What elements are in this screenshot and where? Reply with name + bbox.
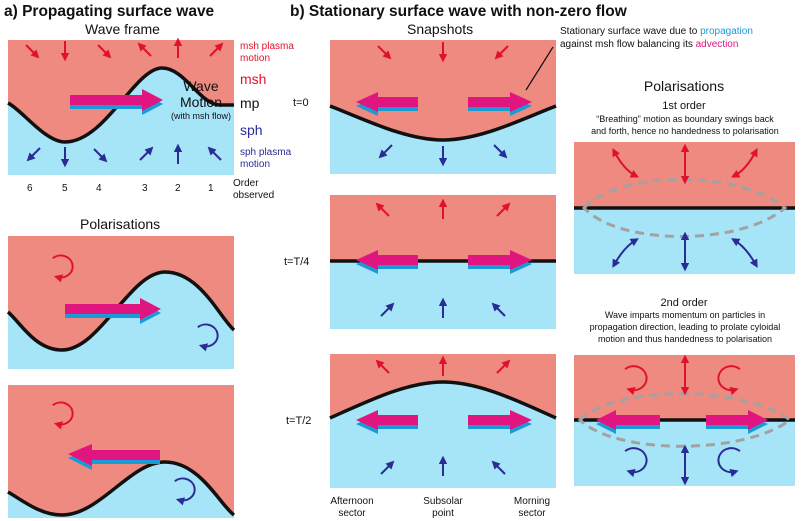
polarisation-a-top (6, 236, 236, 369)
mp-label: mp (240, 95, 260, 111)
order-number: 3 (142, 183, 148, 194)
msh-plasma-arrows (25, 37, 224, 62)
wave-motion-sub: (with msh flow) (170, 111, 231, 121)
red-circular-polarisation-icon (52, 254, 74, 283)
afternoon-sector-label-1: Afternoon (330, 496, 374, 507)
order-number: 1 (208, 183, 214, 194)
polarisation-first-order (574, 142, 795, 274)
navy-circular-polarisation-icon (624, 447, 741, 478)
panel-b-title: b) Stationary surface wave with non-zero… (290, 3, 627, 20)
morning-sector-label-2: sector (518, 508, 546, 519)
second-order-desc-2: propagation direction, leading to prolat… (589, 322, 781, 332)
polarisations-a-title: Polarisations (80, 216, 161, 232)
wave-frame-title: Wave frame (85, 21, 160, 37)
snapshot-t0 (329, 40, 557, 174)
subsolar-point-label-1: Subsolar (423, 496, 463, 507)
first-order-title: 1st order (662, 100, 706, 112)
order-number: 5 (62, 183, 68, 194)
polarisation-second-order (574, 354, 795, 486)
order-number: 6 (27, 183, 33, 194)
time-label-t0: t=0 (293, 97, 309, 109)
annotation-line-2: against msh flow balancing its advection (560, 39, 739, 50)
wave-motion-label-1: Wave (183, 78, 219, 94)
annotation-pointer (525, 46, 554, 91)
polarisation-a-bottom (7, 385, 236, 518)
red-circular-polarisation-icon (624, 365, 741, 396)
msh-plasma-label-1: msh plasma (240, 41, 294, 52)
afternoon-sector-label-2: sector (338, 508, 366, 519)
subsolar-point-label-2: point (432, 508, 454, 519)
panel-a-title: a) Propagating surface wave (4, 3, 215, 20)
snapshots-title: Snapshots (407, 21, 474, 37)
snapshot-t-half (329, 354, 557, 488)
red-circular-polarisation-icon (52, 401, 74, 430)
order-number: 2 (175, 183, 181, 194)
sph-plasma-label-1: sph plasma (240, 147, 292, 158)
order-number: 4 (96, 183, 102, 194)
second-order-desc-1: Wave imparts momentum on particles in (604, 310, 766, 320)
sph-plasma-arrows (26, 143, 222, 168)
second-order-title: 2nd order (660, 297, 708, 309)
wave-frame-panel (7, 37, 234, 175)
morning-sector-label-1: Morning (513, 496, 551, 507)
annotation-line-1: Stationary surface wave due to propagati… (560, 26, 753, 37)
time-label-t-half: t=T/2 (286, 415, 312, 427)
sph-plasma-label-2: motion (240, 159, 271, 170)
msh-plasma-label-2: motion (240, 53, 271, 64)
sph-label: sph (240, 122, 263, 138)
navy-circular-polarisation-icon (197, 323, 219, 352)
msh-label: msh (240, 71, 267, 87)
first-order-desc-1: “Breathing” motion as boundary swings ba… (596, 114, 774, 124)
order-label-1: Order (233, 178, 259, 189)
polarisations-b-title: Polarisations (643, 78, 725, 94)
time-label-t-quarter: t=T/4 (284, 256, 310, 268)
wave-motion-label-2: Motion (179, 94, 223, 110)
first-order-desc-2: and forth, hence no handedness to polari… (591, 126, 779, 136)
navy-circular-polarisation-icon (174, 477, 196, 506)
snapshot-t-quarter (330, 195, 556, 329)
wave-motion-arrow (70, 89, 163, 115)
order-label-2: observed (233, 190, 275, 201)
second-order-desc-3: motion and thus handedness to polarisati… (597, 334, 773, 344)
